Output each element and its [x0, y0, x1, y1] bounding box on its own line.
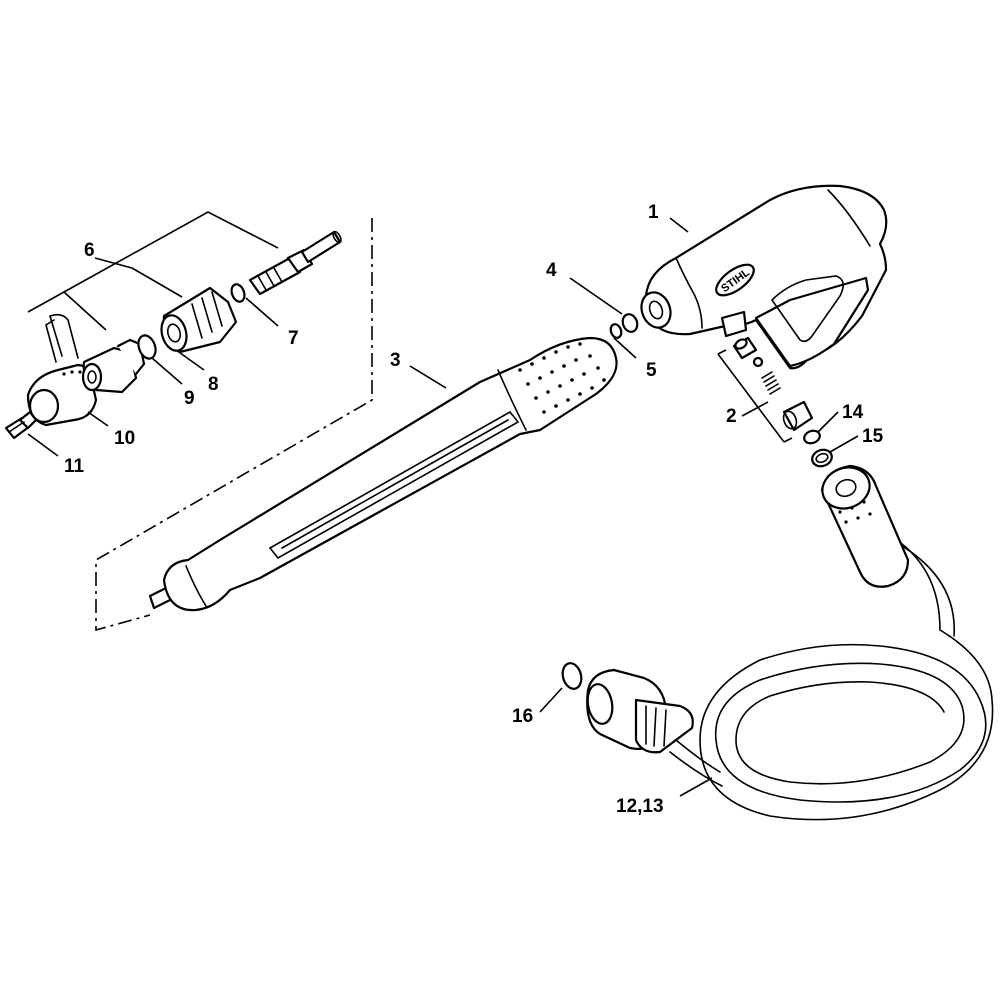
part-1-spray-gun: STIHL [640, 184, 888, 370]
hose-gun-fitting [820, 464, 910, 588]
part-5-ring [609, 323, 623, 339]
callout-labels: 1 2 3 4 5 6 7 8 9 10 11 12,13 14 15 16 [64, 202, 884, 817]
callout-8: 8 [208, 374, 219, 395]
callout-14: 14 [842, 402, 864, 423]
callout-6: 6 [84, 240, 95, 261]
part-7-o-ring [230, 283, 246, 303]
part-15-back-up-ring [811, 448, 833, 468]
part-11-nozzle-tip [4, 410, 38, 440]
callout-12-13: 12,13 [616, 796, 664, 817]
callout-7: 7 [288, 328, 299, 349]
callout-11: 11 [64, 456, 85, 477]
part-6-wire-clip [45, 313, 79, 363]
valve-spring [761, 371, 781, 395]
part-8-union-nut [160, 286, 238, 354]
callout-2: 2 [726, 406, 737, 427]
callout-9: 9 [184, 388, 195, 409]
callout-1: 1 [648, 202, 659, 223]
group-bracket-6 [27, 211, 279, 331]
callout-leaders [27, 217, 859, 797]
callout-15: 15 [862, 426, 884, 447]
lance-assembly-frame [95, 218, 373, 632]
part-16-o-ring [561, 662, 583, 690]
callout-16: 16 [512, 706, 533, 727]
part-6-threaded-nipple [248, 230, 342, 296]
part-3-spray-lance [148, 336, 618, 612]
part-9-o-ring [137, 334, 157, 360]
part-2-valve-kit [717, 336, 814, 443]
callout-10: 10 [114, 428, 135, 449]
part-14-o-ring [803, 429, 821, 445]
lance-grip-dots [518, 342, 606, 414]
part-12-13-high-pressure-hose [669, 529, 994, 821]
callout-3: 3 [390, 350, 401, 371]
callout-5: 5 [646, 360, 657, 381]
part-6-quick-coupling [81, 338, 146, 394]
hose-end-fitting [586, 668, 694, 754]
part-4-ring [621, 313, 639, 333]
callout-4: 4 [546, 260, 557, 281]
